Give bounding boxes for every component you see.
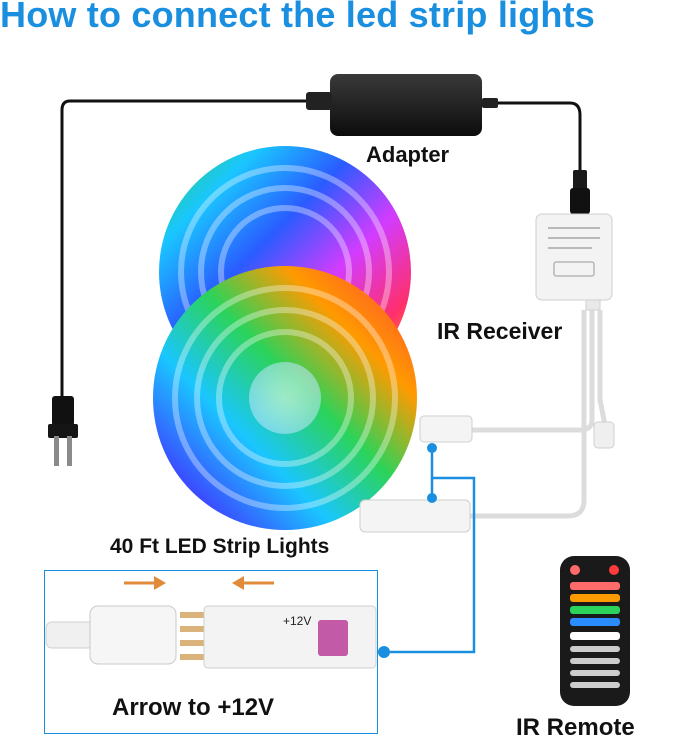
label-adapter: Adapter [366,142,450,167]
adapter-icon [306,74,498,136]
inset-connector-female [45,605,177,665]
label-arrow-to-12v: Arrow to +12V [112,694,275,721]
label-strip-lights: 40 Ft LED Strip Lights [110,535,330,558]
guide-dot [427,443,437,453]
guide-line [390,446,476,654]
power-cable [60,99,582,398]
ir-remote-icon [560,556,630,706]
arrow-left-icon [232,576,274,590]
dc-plug-icon [570,170,590,214]
led-reel-icon [153,266,417,530]
white-cables [470,310,609,519]
ir-receiver-icon [535,213,613,311]
arrow-right-icon [124,576,166,590]
label-ir-remote: IR Remote [516,714,635,741]
guide-dot [378,646,390,658]
diagram-title: How to connect the led strip lights [0,0,596,35]
connector-detail-inset [44,570,378,734]
inset-strip-end [203,605,377,669]
label-plus-12v: +12V [283,614,312,628]
inset-pins [180,612,204,660]
connector-icon [359,415,473,533]
label-ir-receiver: IR Receiver [437,318,563,344]
ir-eye-icon [593,421,615,449]
power-plug-icon [48,396,78,466]
guide-dot [427,493,437,503]
